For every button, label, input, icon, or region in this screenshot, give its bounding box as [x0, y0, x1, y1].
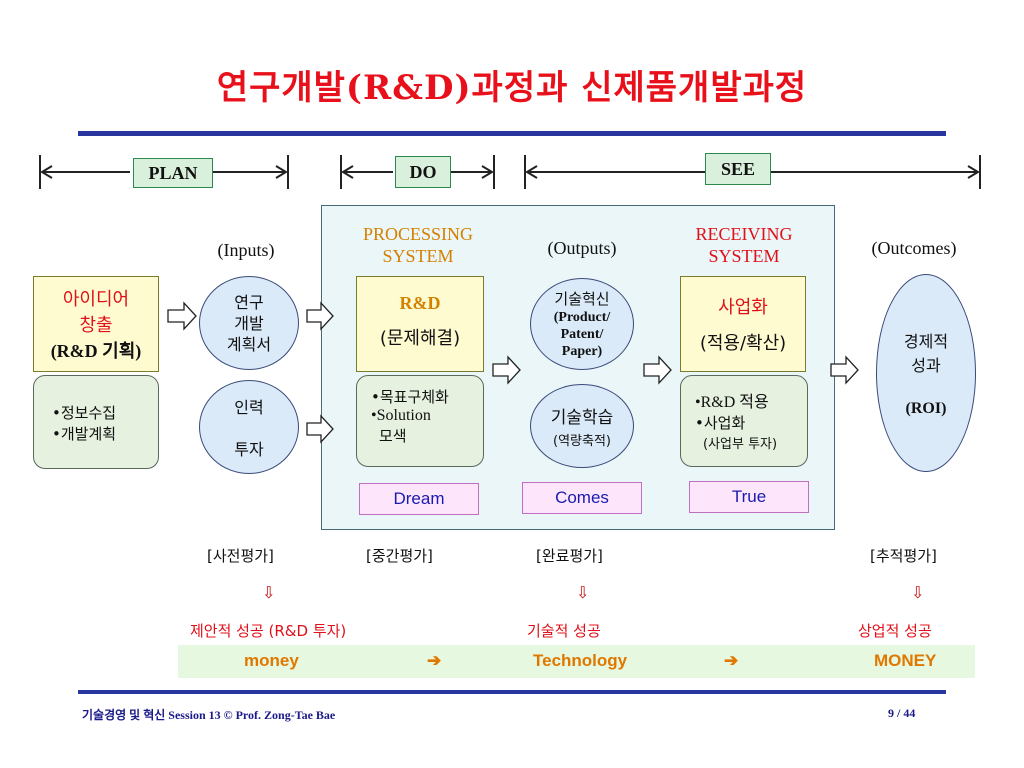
flow-arrow-4 [492, 355, 521, 385]
eval-tracking: [추적평가] [870, 547, 937, 565]
idea-line1: 아이디어 [62, 289, 130, 310]
phase-plan: PLAN [133, 158, 213, 188]
processing-title-1: PROCESSING [362, 224, 474, 244]
tech-learning-line1: 기술학습 [550, 408, 614, 428]
tech-innovation-oval: 기술혁신 (Product/ Patent/ Paper) [530, 278, 634, 370]
outcome-line1: 경제적 [903, 332, 949, 351]
research-plan-line1: 연구 [234, 292, 264, 312]
true-tag: True [689, 481, 809, 513]
processing-title-2: SYSTEM [382, 246, 454, 266]
eval-complete: [완료평가] [536, 547, 603, 565]
value-arrow-2: ➔ [724, 651, 739, 670]
research-plan-line2: 개발 [234, 313, 264, 333]
tech-learning-oval: 기술학습 (역량축적) [530, 384, 634, 468]
rnd-box-line1: R&D [399, 293, 441, 313]
tech-innovation-line3: Patent/ [560, 327, 604, 342]
idea-line2: 창출 [79, 315, 113, 336]
phase-do: DO [395, 156, 451, 188]
investment-line2: 투자 [234, 440, 264, 459]
outcomes-label: (Outcomes) [871, 238, 957, 258]
processing-detail-2: •Solution [371, 407, 431, 424]
idea-detail-1: •정보수집 [52, 404, 117, 422]
flow-arrow-5 [643, 355, 672, 385]
top-rule [78, 131, 946, 136]
rnd-box: R&D (문제해결) [356, 276, 484, 372]
eval-mid: [중간평가] [366, 547, 433, 565]
research-plan-line3: 계획서 [226, 334, 272, 354]
receiving-title-1: RECEIVING [695, 224, 793, 244]
phase-see: SEE [705, 153, 771, 185]
flow-arrow-2 [306, 301, 334, 331]
comes-tag: Comes [522, 482, 642, 514]
down-arrow-1: ⇩ [262, 583, 276, 602]
receiving-detail-box: •R&D 적용 •사업화 (사업부 투자) [680, 375, 808, 467]
research-plan-oval: 연구 개발 계획서 [199, 276, 299, 370]
down-arrow-2: ⇩ [576, 583, 590, 602]
processing-detail-1: •목표구체화 [371, 388, 449, 406]
success-business: 상업적 성공 [858, 622, 932, 640]
investment-oval: 인력 투자 [199, 380, 299, 474]
rnd-box-line2: (문제해결) [379, 328, 461, 349]
phase-brackets [39, 155, 981, 189]
inputs-label: (Inputs) [217, 240, 275, 260]
dream-tag: Dream [359, 483, 479, 515]
idea-line3: (R&D 기획) [50, 341, 142, 361]
receiving-title-2: SYSTEM [708, 246, 780, 266]
flow-arrow-6 [830, 355, 859, 385]
slide-title: 연구개발(R&D)과정과 신제품개발과정 [216, 68, 808, 108]
commercialization-line2: (적용/확산) [699, 333, 787, 354]
processing-title: PROCESSING SYSTEM [336, 223, 500, 267]
receiving-title: RECEIVING SYSTEM [672, 223, 816, 267]
idea-detail-box: •정보수집 •개발계획 [33, 375, 159, 469]
flow-arrow-1 [167, 301, 197, 331]
eval-pre: [사전평가] [207, 547, 274, 565]
value-strip [178, 645, 975, 678]
outcome-line3: (ROI) [905, 400, 947, 417]
page-number: 9 / 44 [888, 706, 916, 720]
commercialization-line1: 사업화 [718, 297, 768, 318]
success-tech: 기술적 성공 [527, 622, 601, 640]
flow-arrow-3 [306, 414, 334, 444]
footer-left: 기술경영 및 혁신 Session 13 © Prof. Zong-Tae Ba… [82, 708, 336, 722]
receiving-detail-2: •사업화 [695, 414, 746, 432]
commercialization-box: 사업화 (적용/확산) [680, 276, 806, 372]
receiving-detail-1: •R&D 적용 [695, 394, 769, 411]
idea-box: 아이디어 창출 (R&D 기획) [33, 276, 159, 372]
value-money-caps: MONEY [874, 651, 937, 670]
outputs-label: (Outputs) [547, 238, 617, 258]
tech-innovation-line1: 기술혁신 [554, 290, 610, 308]
investment-line1: 인력 [234, 398, 264, 417]
value-arrow-1: ➔ [427, 651, 442, 670]
idea-detail-2: •개발계획 [52, 425, 117, 443]
success-proposal: 제안적 성공 (R&D 투자) [190, 622, 347, 640]
processing-detail-3: 모색 [379, 427, 407, 445]
outcome-line2: 성과 [911, 356, 941, 375]
value-technology: Technology [533, 651, 628, 670]
processing-detail-box: •목표구체화 •Solution 모색 [356, 375, 484, 467]
tech-innovation-line2: (Product/ [553, 310, 611, 325]
economic-outcome-oval: 경제적 성과 (ROI) [876, 274, 976, 472]
value-money: money [244, 651, 299, 670]
bottom-rule [78, 690, 946, 694]
tech-learning-line2: (역량축적) [553, 434, 611, 449]
tech-innovation-line4: Paper) [561, 344, 603, 359]
receiving-detail-3: (사업부 투자) [703, 437, 778, 452]
down-arrow-3: ⇩ [911, 583, 925, 602]
